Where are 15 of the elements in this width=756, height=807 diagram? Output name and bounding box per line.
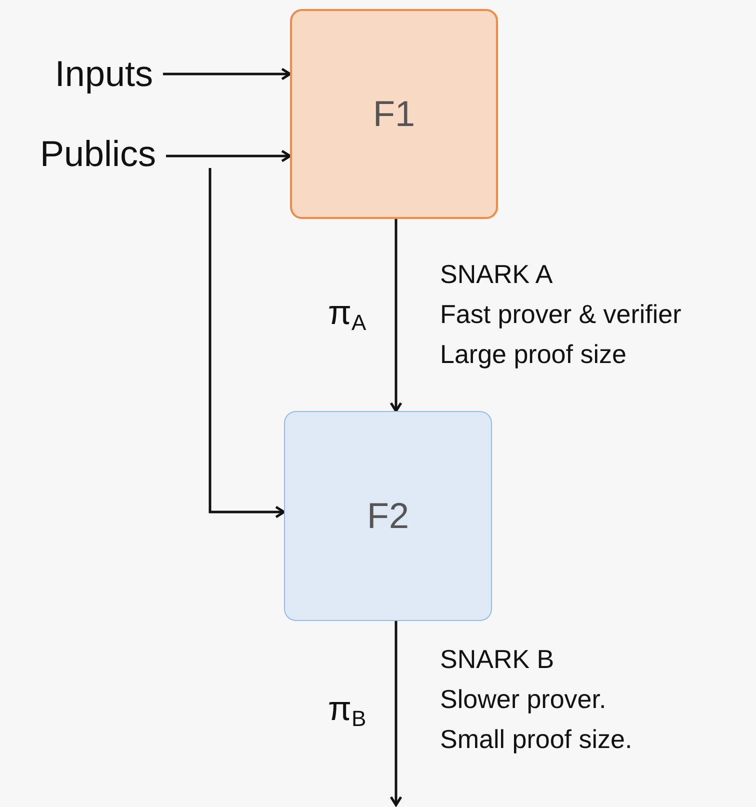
input-label: Inputs xyxy=(18,50,153,98)
note-text: Fast prover & verifier xyxy=(440,298,682,331)
note-text: Large proof size xyxy=(440,338,628,371)
note-text: Small proof size. xyxy=(440,723,632,756)
input-label: Publics xyxy=(6,130,156,178)
arrow xyxy=(208,168,286,518)
note-text: Slower prover. xyxy=(440,683,608,716)
arrow xyxy=(166,150,292,162)
function-box: F2 xyxy=(284,411,492,621)
note-text: SNARK B xyxy=(440,643,556,676)
function-box: F1 xyxy=(290,9,498,219)
arrow xyxy=(390,219,402,412)
arrow xyxy=(163,68,292,80)
note-text: SNARK A xyxy=(440,258,554,291)
arrow xyxy=(390,621,402,806)
